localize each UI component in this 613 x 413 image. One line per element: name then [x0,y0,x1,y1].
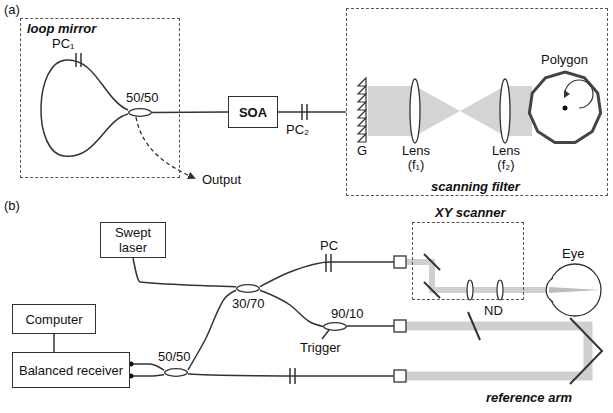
node-label: Polygon [541,52,588,67]
fiber-loop [41,60,128,156]
box-label: SOA [239,105,267,120]
rotation-arrowhead [564,90,570,98]
port-label: Output [202,172,241,187]
fiber-connector [130,375,164,376]
reference-beam [406,326,588,376]
grating [358,78,366,142]
rotation-arrow [565,80,593,108]
amplifier-box: SOA [228,96,278,128]
laser-box: Swept laser [100,222,166,258]
component-label: Eye [562,246,584,261]
component-label: PC [320,238,338,253]
fiber [188,374,394,376]
polarization-controller [306,104,308,120]
component-label: G [357,143,367,158]
polarization-controller [75,53,77,67]
loop-mirror-group: loop mirror 50/50 [20,18,180,178]
panel-letter: (a) [4,2,20,17]
fiber [347,325,394,327]
coupler-outline [165,369,188,377]
fiber-coupler: 50/50 [128,108,152,117]
node-label: loop mirror [27,21,96,36]
retroreflector [570,318,602,384]
port-label: Trigger [300,340,341,355]
fiber-connector [188,290,236,370]
component-label: Lens (f₁) [397,144,435,172]
nd-filter [468,312,480,340]
fiber-connector [152,111,228,113]
polarization-controller [330,254,332,272]
coupler-outline [237,285,260,293]
coupler-outline [324,323,347,331]
polygon-outline [529,72,600,143]
lens [410,79,420,143]
axis-dot [563,106,568,111]
box-label: Balanced receiver [19,363,123,378]
collimator [394,370,406,382]
computer-box: Computer [12,304,96,334]
component-label: PC₂ [286,122,309,137]
component-label: ND [484,303,503,318]
polygon-mirror: Polygon [527,70,603,146]
coupler-shape [323,322,347,331]
polarization-controller [325,254,327,272]
polarization-controller [289,368,291,384]
component-label: Lens (f₂) [487,144,525,172]
polygon-shape [527,70,603,146]
receiver-box: Balanced receiver [12,352,130,388]
lens [500,79,510,143]
lens [497,280,503,300]
polarization-controller [301,104,303,120]
fiber-connector [130,364,164,370]
collimator [394,256,406,268]
collimator [394,320,406,332]
component-label: PC₁ [52,36,74,51]
node-label: 90/10 [331,306,364,321]
beam [549,287,600,293]
panel-letter: (b) [4,198,20,213]
fiber-coupler: 30/70 [236,284,260,293]
polarization-controller [294,368,296,384]
beam [460,86,532,136]
polarization-controller [80,53,82,67]
output-fiber [136,117,194,178]
fiber-coupler: 50/50 [164,368,188,377]
scanner-group: XY scanner [412,222,524,300]
scanning-filter-group: scanning filter Polygon [346,8,608,196]
coupler-shape [128,108,152,117]
group-label: reference arm [486,390,572,405]
trigger-fiber [322,330,329,339]
fiber-connector [53,334,55,352]
coupler-outline [129,109,152,117]
fiber-connector [260,290,323,326]
fiber-connector [278,111,346,113]
scan-mirror [424,254,440,270]
coupler-shape [164,368,188,377]
node-label: 50/50 [158,349,191,364]
lens [467,280,473,300]
eye [549,264,601,316]
node-label: 50/50 [126,90,159,105]
node-label: scanning filter [431,179,520,194]
fiber-coupler: 90/10 [323,322,347,331]
fiber-connector [260,262,412,287]
box-label: Swept laser [105,225,161,255]
node-label: 30/70 [232,296,265,311]
scan-mirror [424,282,440,298]
node-label: XY scanner [435,205,506,220]
coupler-shape [236,284,260,293]
box-label: Computer [25,312,82,327]
fiber-connector [133,258,236,287]
